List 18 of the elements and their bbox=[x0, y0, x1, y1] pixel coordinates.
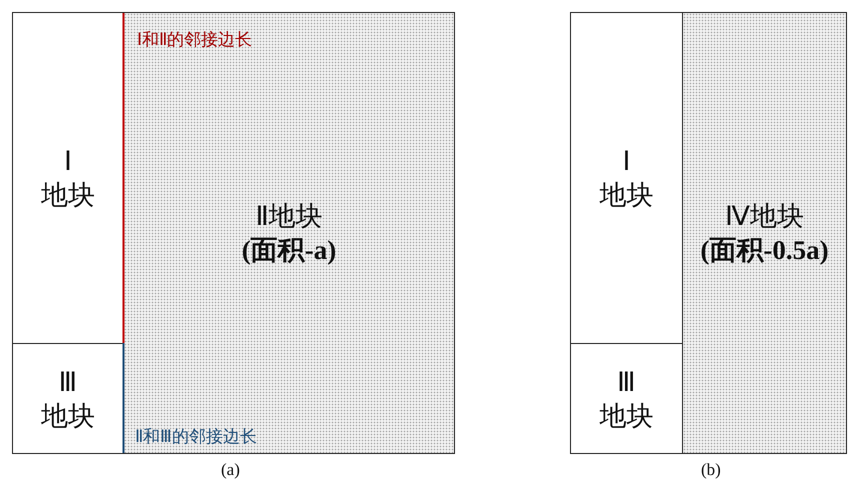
dotted-plot-box bbox=[123, 12, 455, 454]
plot-label: Ⅲ bbox=[617, 366, 636, 398]
plot-label: Ⅱ地块 bbox=[256, 200, 322, 233]
plot-label: 地块 bbox=[41, 400, 95, 432]
adjacency-label: Ⅰ和Ⅱ的邻接边长 bbox=[137, 29, 252, 51]
plot-label: 地块 bbox=[600, 400, 654, 432]
plot-label: Ⅳ地块 bbox=[725, 200, 804, 233]
plot-label: Ⅲ bbox=[58, 366, 78, 398]
dotted-plot-box bbox=[682, 12, 847, 454]
plot-label: Ⅰ bbox=[622, 145, 630, 178]
subfigure-caption: (a) bbox=[221, 460, 240, 480]
adjacency-label: Ⅱ和Ⅲ的邻接边长 bbox=[135, 426, 257, 448]
plot-label: Ⅰ bbox=[64, 145, 72, 178]
plot-label: (面积-a) bbox=[242, 234, 336, 267]
plot-label: 地块 bbox=[41, 179, 95, 212]
subfigure-caption: (b) bbox=[701, 460, 721, 480]
plot-label: 地块 bbox=[600, 179, 654, 212]
plot-label: (面积-0.5a) bbox=[700, 234, 829, 267]
